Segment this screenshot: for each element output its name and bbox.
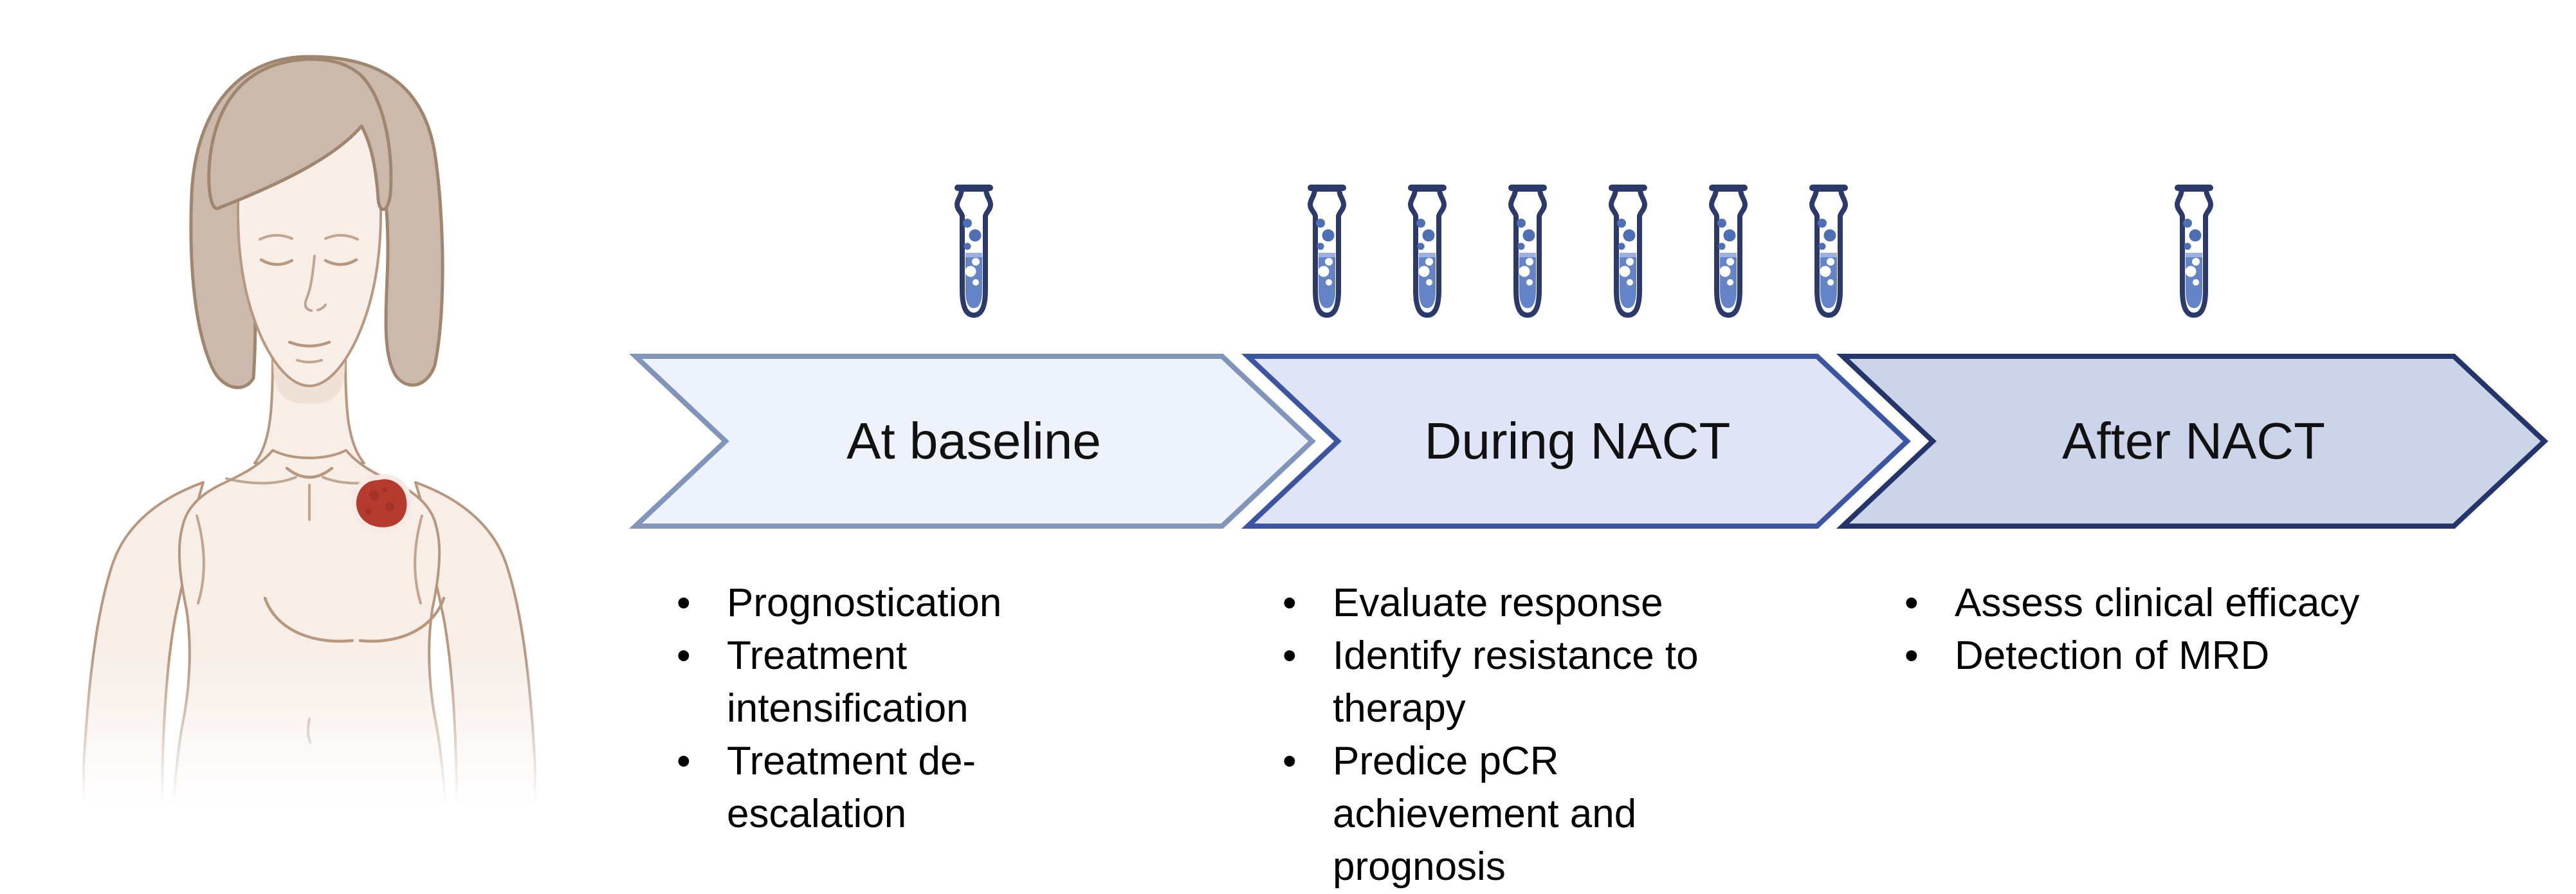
right-eye-closed: [324, 258, 358, 266]
bullet-item: Prognostication: [662, 577, 1087, 630]
tube-row-after-nact: [1843, 182, 2544, 327]
bullet-item: Detection of MRD: [1890, 630, 2534, 682]
bullet-item: Assess clinical efficacy: [1890, 577, 2534, 630]
bullet-item: Treatment intensification: [662, 630, 1087, 735]
breast-tumor: [351, 474, 412, 533]
bullet-item: Predice pCR achievement and prognosis: [1268, 735, 1783, 893]
bullet-list-at-baseline: Prognostication Treatment intensificatio…: [662, 577, 1087, 841]
bullet-item: Identify resistance to therapy: [1268, 630, 1783, 735]
figure-bottom-fade: [0, 656, 630, 894]
tumor-texture-spot: [385, 502, 394, 511]
tumor-texture-spot: [365, 509, 372, 515]
stage-label-at-baseline: At baseline: [846, 412, 1101, 470]
test-tube-icon: [1696, 182, 1760, 327]
bullet-list-after-nact: Assess clinical efficacy Detection of MR…: [1890, 577, 2534, 682]
test-tube-icon: [2162, 182, 2226, 327]
sternal-notch: [285, 466, 334, 479]
tube-row-during-nact: [1248, 182, 1907, 327]
test-tube-icon: [1295, 182, 1359, 327]
chevron-at-baseline: [628, 354, 1316, 529]
bullet-item: Evaluate response: [1268, 577, 1783, 630]
chevron-during-nact: [1241, 354, 1911, 529]
test-tube-icon: [1395, 182, 1459, 327]
right-breast-curve: [358, 596, 446, 643]
hair-fringe: [207, 57, 393, 212]
nose: [304, 255, 316, 312]
tumor-texture-spot: [382, 488, 387, 493]
bullet-item: Treatment de-escalation: [662, 735, 1087, 841]
mouth: [288, 340, 331, 348]
lower-lip: [296, 359, 323, 363]
chevron-after-nact: [1836, 354, 2548, 529]
stage-label-after-nact: After NACT: [2062, 412, 2325, 470]
tube-row-at-baseline: [635, 182, 1312, 327]
left-armpit-crease: [196, 515, 205, 605]
left-eyebrow: [259, 233, 293, 241]
tumor-texture-spot: [369, 490, 379, 500]
bullet-list-during-nact: Evaluate response Identify resistance to…: [1268, 577, 1783, 893]
left-breast-curve: [263, 596, 354, 643]
right-eyebrow: [324, 233, 359, 241]
patient-figure: [0, 0, 630, 894]
test-tube-icon: [1596, 182, 1660, 327]
left-eye-closed: [259, 258, 294, 266]
left-clavicle: [225, 476, 297, 485]
test-tube-icon: [1495, 182, 1560, 327]
stage-label-during-nact: During NACT: [1424, 412, 1731, 470]
right-armpit-crease: [414, 515, 423, 605]
test-tube-icon: [942, 182, 1006, 327]
nostril: [316, 304, 327, 311]
